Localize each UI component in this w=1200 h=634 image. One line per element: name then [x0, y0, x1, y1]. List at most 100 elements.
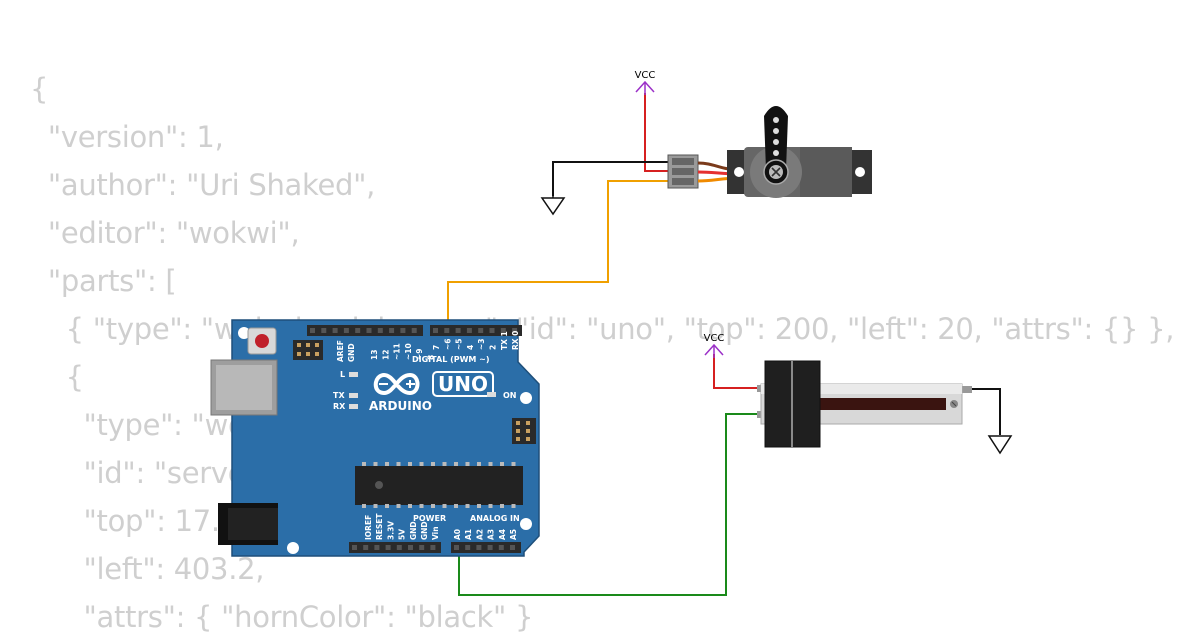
header-pin[interactable] [408, 545, 413, 550]
pin-label: AREF [336, 340, 345, 362]
header-digital-high[interactable] [307, 325, 423, 336]
chip-leg [465, 504, 470, 508]
code-line: "editor": "wokwi", [30, 216, 300, 250]
servo-motor[interactable] [667, 106, 872, 198]
digital-header-label: DIGITAL (PWM ~) [412, 355, 490, 364]
header-pin[interactable] [430, 545, 436, 550]
code-line: { [30, 360, 84, 394]
servo-pin-vcc[interactable] [672, 168, 694, 175]
pin-label: GND [409, 521, 418, 540]
header-pin[interactable] [510, 545, 515, 550]
chip-leg [396, 504, 401, 508]
pin-label: 12 [381, 350, 390, 360]
pin-label: A4 [498, 529, 507, 540]
header-pin[interactable] [310, 328, 315, 333]
chip-leg [511, 462, 516, 466]
header-pin[interactable] [411, 328, 417, 333]
pot-pin-gnd[interactable] [960, 386, 972, 393]
chip-leg [431, 504, 435, 508]
chip-leg [419, 504, 424, 508]
header-pin[interactable] [455, 328, 461, 333]
header-pin[interactable] [433, 328, 438, 333]
code-line: "author": "Uri Shaked", [30, 168, 376, 202]
power-header-label: POWER [413, 514, 446, 523]
header-pin[interactable] [366, 328, 372, 333]
mount-hole [287, 542, 299, 554]
pin-label: 5V [398, 529, 407, 540]
header-digital-low[interactable] [430, 325, 522, 336]
chip-leg [477, 504, 481, 508]
header-pin[interactable] [355, 328, 361, 333]
header-power[interactable] [349, 542, 441, 553]
wire-servo-gnd[interactable] [552, 161, 680, 196]
header-pin[interactable] [487, 545, 493, 550]
header-pin[interactable] [476, 545, 482, 550]
chip-leg [419, 462, 424, 466]
header-pin[interactable] [444, 328, 450, 333]
header-pin[interactable] [465, 545, 471, 550]
header-pin[interactable] [374, 545, 380, 550]
wire-pot-wiper[interactable] [458, 413, 760, 596]
header-pin[interactable] [478, 328, 484, 333]
header-pin[interactable] [332, 328, 338, 333]
pin-label: ~10 [404, 343, 413, 360]
header-pin[interactable] [321, 328, 327, 333]
header-pin[interactable] [400, 328, 406, 333]
chip-leg [442, 462, 447, 466]
analog-header-label: ANALOG IN [470, 514, 520, 523]
wire-pot-vcc[interactable] [713, 354, 760, 389]
chip-leg [362, 462, 366, 466]
header-pin[interactable] [489, 328, 495, 333]
led-tx [349, 393, 358, 398]
wire-pot-gnd[interactable] [962, 388, 1001, 435]
header-pin[interactable] [454, 545, 459, 550]
pin-label: GND [347, 343, 356, 362]
pin-label: Vin [431, 526, 440, 540]
mount-hole [734, 167, 744, 177]
header-pin[interactable] [500, 328, 506, 333]
header-pin[interactable] [419, 545, 425, 550]
vcc-symbol-servo[interactable]: VCC [635, 70, 656, 95]
servo-pin-gnd[interactable] [672, 158, 694, 165]
pin-label: RX 0 [511, 331, 520, 350]
wire-servo-signal[interactable] [447, 180, 680, 330]
pin-label: 3.3V [386, 521, 395, 540]
chip-leg [454, 504, 458, 508]
header-pin[interactable] [498, 545, 504, 550]
header-analog[interactable] [451, 542, 521, 553]
arduino-uno-board[interactable]: UNO ARDUINO L TX RX ON DIGITAL (PWM ~) P… [210, 319, 540, 557]
header-pin[interactable] [396, 545, 402, 550]
pin-label: A3 [487, 529, 496, 540]
header-pin[interactable] [352, 545, 357, 550]
header-pin[interactable] [377, 328, 383, 333]
pin-label: ~9 [415, 348, 424, 360]
pin-label: ~11 [393, 343, 402, 360]
header-pin[interactable] [466, 328, 472, 333]
brand-label: ARDUINO [369, 399, 432, 413]
header-pin[interactable] [363, 545, 369, 550]
mount-hole [238, 327, 250, 339]
reset-button-cap[interactable] [255, 334, 269, 348]
slide-potentiometer[interactable] [757, 360, 972, 448]
chip-leg [442, 504, 447, 508]
led-on [487, 392, 496, 397]
pin-label: ~5 [455, 338, 464, 350]
icsp2-header[interactable] [512, 418, 536, 444]
servo-pin-signal[interactable] [672, 178, 694, 185]
gnd-symbol-pot[interactable] [987, 435, 1013, 455]
header-pin[interactable] [385, 545, 391, 550]
pin-label: TX 1 [500, 331, 509, 350]
gnd-symbol-servo[interactable] [540, 193, 566, 216]
header-pin[interactable] [343, 328, 349, 333]
atmega-chip [355, 466, 523, 505]
led-l [349, 372, 358, 377]
pin-label: 13 [370, 350, 379, 360]
chip-leg [385, 462, 389, 466]
header-pin[interactable] [389, 328, 395, 333]
vcc-symbol-pot[interactable]: VCC [704, 333, 725, 358]
arduino-logo-icon [373, 372, 420, 396]
led-rx [349, 404, 358, 409]
pin-label: ~3 [477, 338, 486, 350]
header-pin[interactable] [512, 328, 518, 333]
